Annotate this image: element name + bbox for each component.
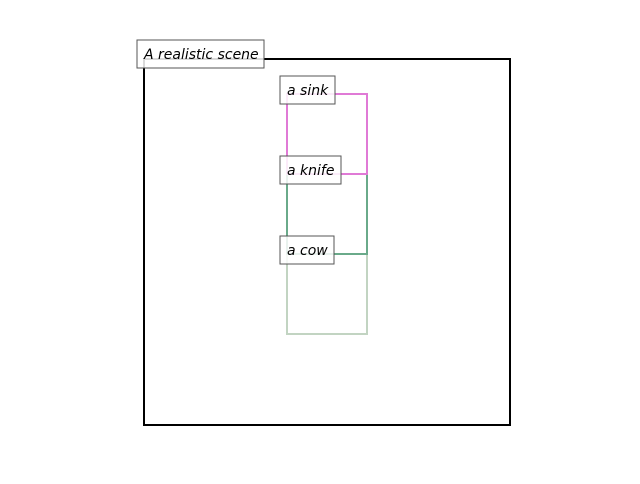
knife-label: a knife <box>279 155 342 185</box>
sink-label: a sink <box>279 75 336 105</box>
scene-label: A realistic scene <box>136 39 265 69</box>
scene-frame <box>143 58 511 426</box>
cow-box <box>286 253 368 335</box>
sink-label-text: a sink <box>287 83 329 99</box>
scene-label-text: A realistic scene <box>143 47 259 63</box>
knife-label-text: a knife <box>287 163 334 179</box>
cow-label: a cow <box>279 235 335 265</box>
cow-label-text: a cow <box>287 243 328 259</box>
